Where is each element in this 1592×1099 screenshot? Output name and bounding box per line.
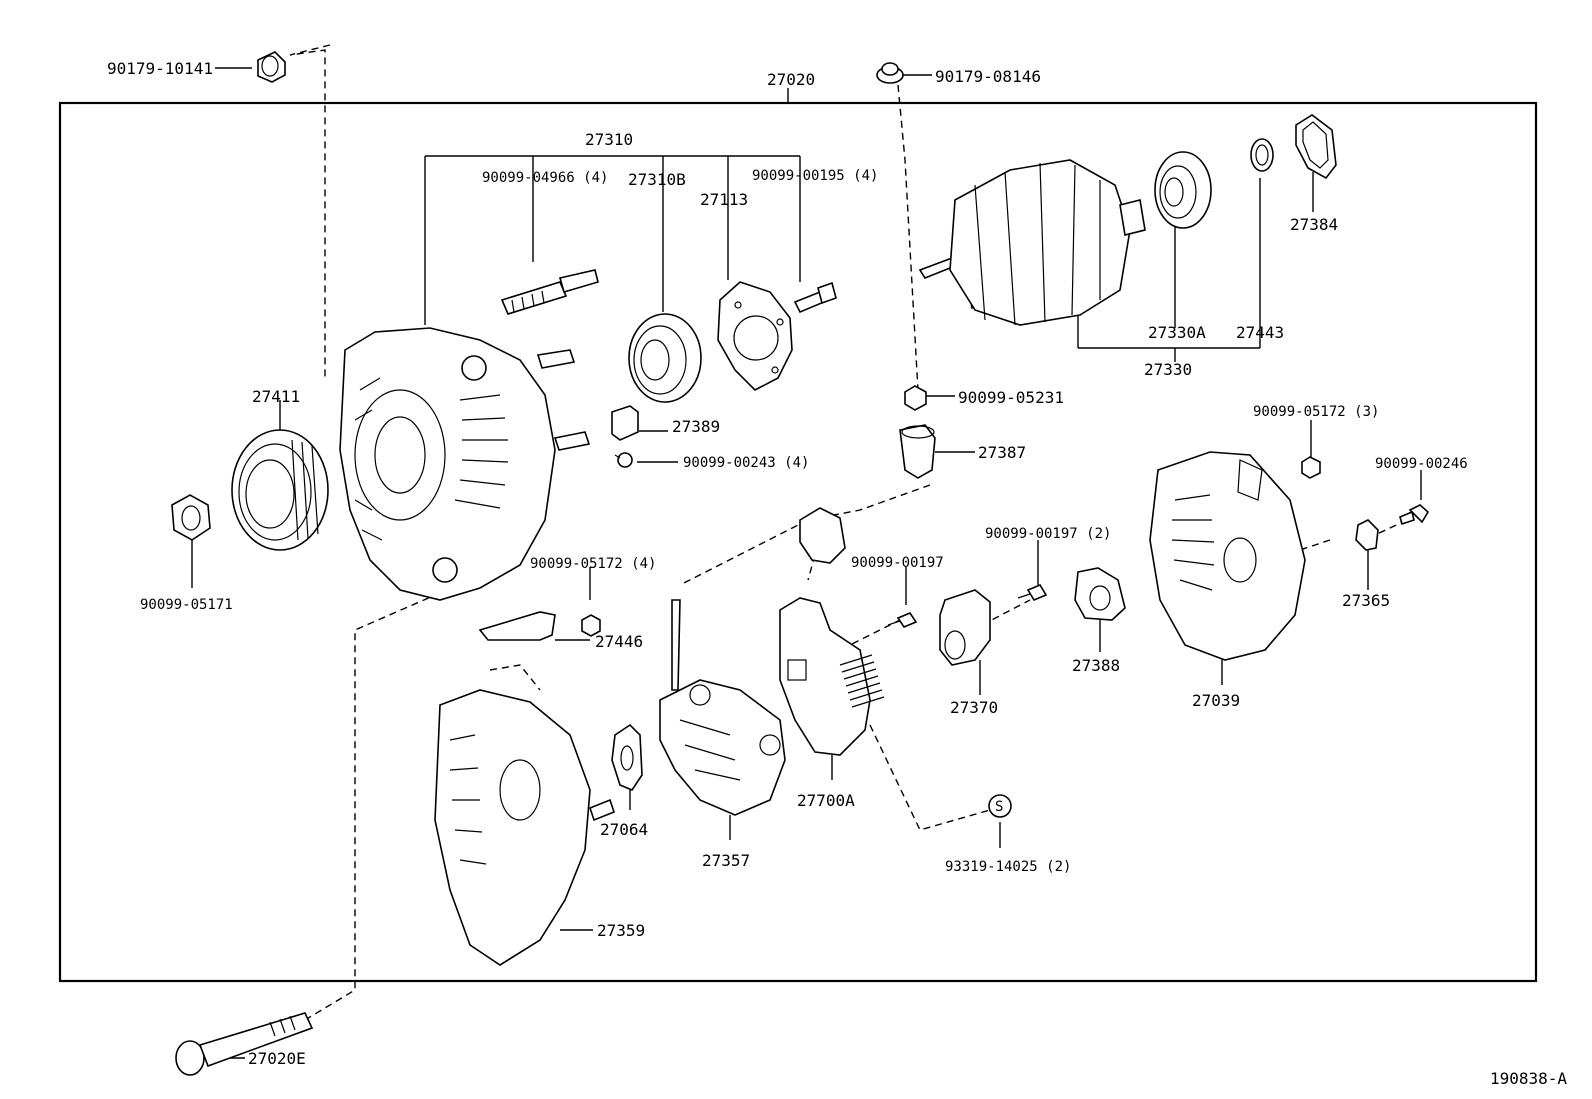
label-27370: 27370 — [950, 698, 998, 717]
label-27330A: 27330A — [1148, 323, 1206, 342]
label-90099-00197-2: 90099-00197 (2) — [985, 526, 1111, 542]
label-27446: 27446 — [595, 632, 643, 651]
label-27039: 27039 — [1192, 691, 1240, 710]
plug-cap — [799, 507, 846, 564]
label-27411: 27411 — [252, 387, 300, 406]
label-90099-05171: 90099-05171 — [140, 597, 233, 613]
nut-90179-08146 — [876, 62, 904, 84]
label-27330: 27330 — [1144, 360, 1192, 379]
dashed-alignment-lines — [289, 44, 1408, 1021]
label-90099-00197: 90099-00197 — [851, 555, 944, 571]
label-27700A: 27700A — [797, 791, 855, 810]
cover-27384 — [1295, 114, 1337, 180]
screw-90099-00197 — [887, 612, 918, 628]
diagram-id: 190838-A — [1490, 1069, 1567, 1088]
cover-27388 — [1074, 567, 1126, 621]
rectifier-27357 — [659, 599, 786, 816]
brush-holder-27370 — [939, 589, 991, 666]
label-27357: 27357 — [702, 851, 750, 870]
label-90099-05172-4: 90099-05172 (4) — [530, 556, 656, 572]
bushing-27387 — [899, 424, 936, 479]
rear-end-cover-27039 — [1149, 451, 1306, 661]
screw-90099-00243 — [614, 452, 633, 468]
rotor-27330 — [918, 159, 1146, 326]
label-90179-08146: 90179-08146 — [935, 67, 1041, 86]
label-27384: 27384 — [1290, 215, 1338, 234]
pulley-27411 — [231, 429, 329, 551]
nut-90099-05172-4 — [581, 614, 601, 637]
symbol-s-text: S — [995, 799, 1003, 815]
screw-90099-00195 — [793, 281, 837, 314]
standard-part-symbol — [988, 794, 1012, 818]
label-27388: 27388 — [1072, 656, 1120, 675]
drive-end-frame-27310 — [339, 327, 591, 601]
screw-90099-00197-2 — [1017, 583, 1048, 602]
label-27443: 27443 — [1236, 323, 1284, 342]
part-labels: 90179-10141 27020 90179-08146 27310 9009… — [107, 59, 1567, 1088]
bearing-27310B — [628, 313, 702, 403]
nut-90179-10141 — [257, 51, 286, 83]
retainer-plate-27113 — [717, 281, 793, 391]
label-93319-14025: 93319-14025 (2) — [945, 859, 1071, 875]
assembly-frame — [58, 101, 1538, 983]
label-27064: 27064 — [600, 820, 648, 839]
label-27359: 27359 — [597, 921, 645, 940]
nut-90099-05171 — [171, 494, 211, 541]
stud-bolt-90099-04966 — [500, 269, 599, 315]
label-27389: 27389 — [672, 417, 720, 436]
gasket-27064 — [611, 723, 643, 791]
bearing-27330A — [1154, 151, 1212, 229]
label-27365: 27365 — [1342, 591, 1390, 610]
label-27310: 27310 — [585, 130, 633, 149]
insulator-27389 — [611, 405, 639, 441]
through-bolt-27020E — [175, 1012, 314, 1076]
nut-90099-05231 — [904, 385, 927, 411]
label-27310B: 27310B — [628, 170, 686, 189]
rear-end-frame-27359 — [434, 689, 615, 966]
label-90179-10141: 90179-10141 — [107, 59, 213, 78]
leader-lines — [191, 67, 1422, 1059]
washer-27443 — [1250, 138, 1274, 172]
insulator-27365 — [1355, 519, 1379, 551]
label-27387: 27387 — [978, 443, 1026, 462]
plate-27446 — [478, 611, 556, 641]
label-27020: 27020 — [767, 70, 815, 89]
label-90099-04966: 90099-04966 (4) — [482, 170, 608, 186]
label-90099-05231: 90099-05231 — [958, 388, 1064, 407]
label-90099-05172-3: 90099-05172 (3) — [1253, 404, 1379, 420]
screw-90099-00246 — [1399, 504, 1430, 526]
label-90099-00243: 90099-00243 (4) — [683, 455, 809, 471]
nut-90099-05172-3 — [1301, 456, 1321, 479]
label-90099-00246: 90099-00246 — [1375, 456, 1468, 472]
label-27113: 27113 — [700, 190, 748, 209]
label-27020E: 27020E — [248, 1049, 306, 1068]
regulator-27700A — [779, 597, 885, 756]
label-90099-00195: 90099-00195 (4) — [752, 168, 878, 184]
